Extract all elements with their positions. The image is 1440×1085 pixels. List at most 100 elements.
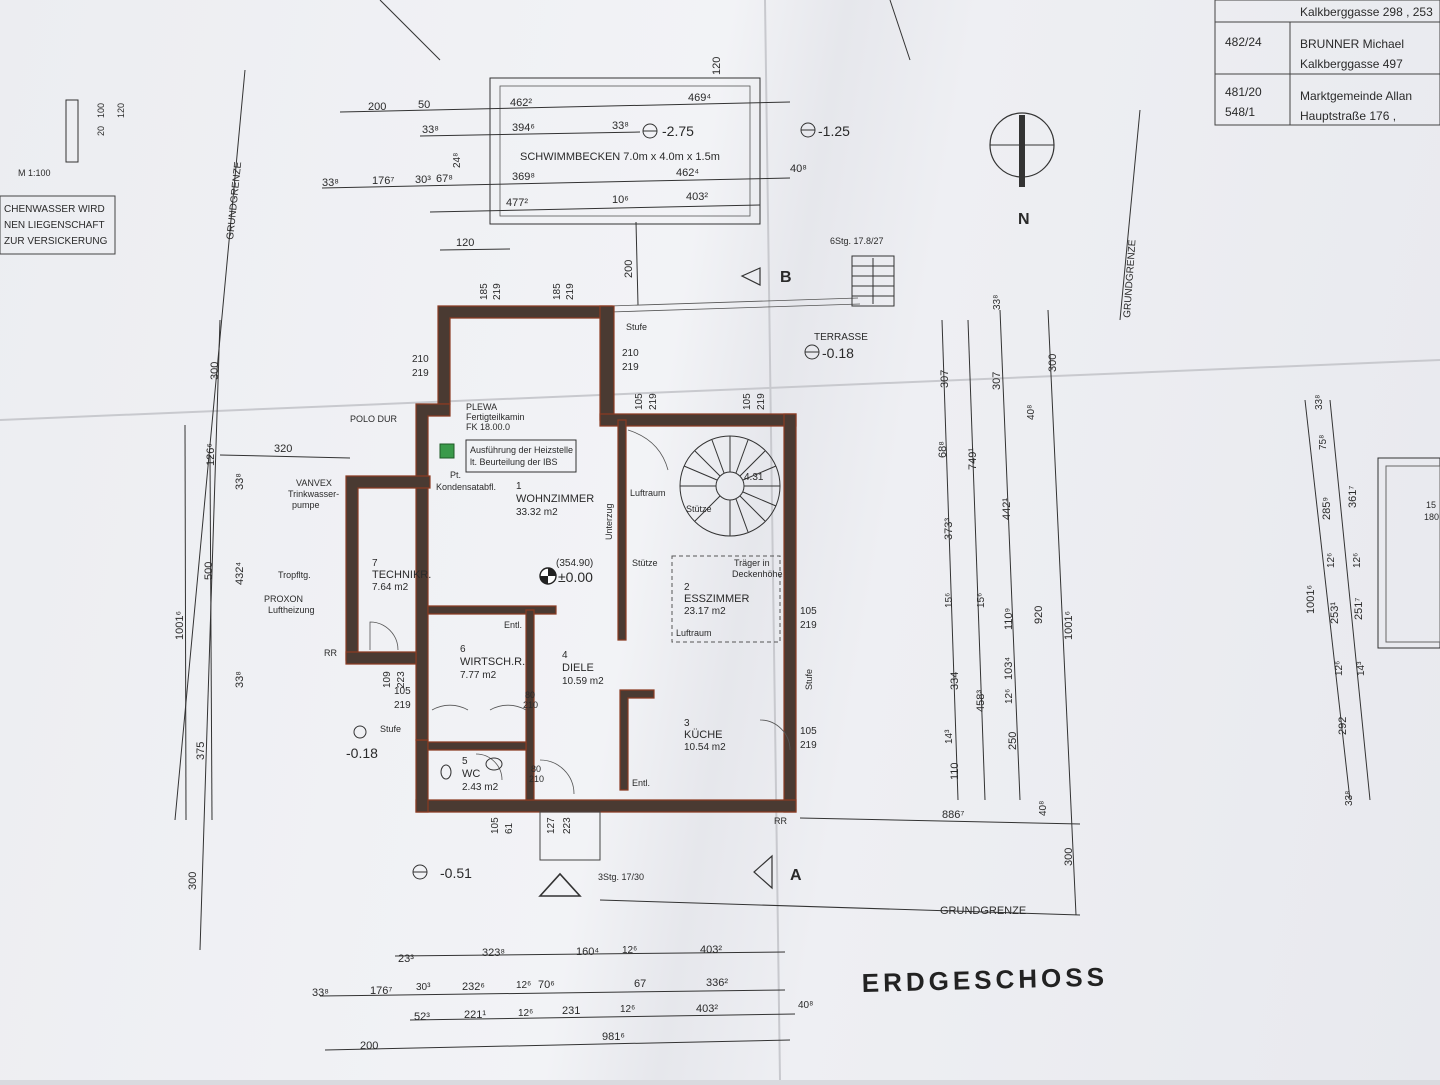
svg-text:-0.51: -0.51 [440, 865, 472, 881]
svg-text:7.64 m2: 7.64 m2 [372, 582, 409, 593]
svg-text:292: 292 [1337, 717, 1349, 735]
svg-text:120: 120 [711, 57, 723, 75]
svg-text:Deckenhöhe: Deckenhöhe [732, 569, 783, 579]
owner-parcel-2a: 481/20 [1225, 85, 1262, 99]
note-luftraum-bottom: Luftraum [676, 628, 712, 638]
note-polo: POLO DUR [350, 414, 398, 424]
svg-text:176⁷: 176⁷ [372, 175, 394, 187]
entrance-arrow-icon [538, 872, 582, 897]
boundary-line-top-right [889, 0, 911, 61]
svg-text:6: 6 [460, 644, 466, 655]
svg-text:307: 307 [991, 372, 1003, 390]
note-stufe-left: Stufe [380, 724, 401, 734]
owner-addr-2: Hauptstraße 176 , [1300, 109, 1396, 123]
svg-text:ESSZIMMER: ESSZIMMER [684, 593, 749, 605]
svg-text:WIRTSCH.R.: WIRTSCH.R. [460, 656, 525, 668]
door-kitchen[interactable] [759, 719, 791, 751]
paper-fold-line-h [0, 359, 1440, 421]
svg-text:300: 300 [1047, 354, 1059, 372]
boundary-label-right: GRUNDGRENZE [1122, 239, 1138, 318]
svg-text:14³: 14³ [944, 729, 955, 744]
drawing-title: ERDGESCHOSS [861, 962, 1108, 998]
svg-text:200: 200 [368, 101, 386, 113]
svg-text:105: 105 [742, 393, 753, 410]
svg-text:33⁸: 33⁸ [312, 987, 329, 999]
svg-text:361⁷: 361⁷ [1347, 486, 1359, 508]
svg-text:185: 185 [552, 283, 563, 300]
svg-text:-1.25: -1.25 [818, 123, 850, 139]
svg-text:NEN LIEGENSCHAFT: NEN LIEGENSCHAFT [4, 220, 105, 231]
room-technikraum: 7 TECHNIKR. 7.64 m2 [372, 558, 431, 593]
detail-section-icon [65, 99, 79, 163]
room-esszimmer: 2 ESSZIMMER 23.17 m2 [684, 582, 749, 617]
svg-text:219: 219 [756, 393, 767, 410]
svg-text:219: 219 [800, 620, 817, 631]
owner-parcel-2b: 548/1 [1225, 105, 1255, 119]
level-marker-pool-left: -2.75 [642, 123, 694, 139]
svg-text:1001⁶: 1001⁶ [1063, 611, 1075, 640]
terrace-label: TERRASSE [814, 332, 868, 343]
svg-text:200: 200 [360, 1040, 378, 1052]
svg-text:285⁹: 285⁹ [1321, 497, 1333, 520]
svg-text:10.54 m2: 10.54 m2 [684, 742, 726, 753]
svg-text:127: 127 [546, 817, 557, 834]
svg-text:40⁸: 40⁸ [798, 1000, 813, 1011]
svg-text:33⁸: 33⁸ [612, 120, 629, 132]
svg-text:500: 500 [203, 562, 215, 580]
svg-text:110: 110 [949, 762, 961, 780]
svg-text:33⁸: 33⁸ [234, 671, 246, 688]
svg-text:250: 250 [1007, 732, 1019, 750]
svg-text:15⁶: 15⁶ [976, 593, 987, 608]
svg-text:176⁷: 176⁷ [370, 985, 392, 997]
svg-text:15⁶: 15⁶ [944, 593, 955, 608]
svg-text:Kondensatabfl.: Kondensatabfl. [436, 482, 496, 492]
svg-text:33⁸: 33⁸ [1314, 395, 1325, 410]
level-marker-main: (354.90) ±0.00 [539, 558, 593, 585]
luftraum-outline [671, 555, 781, 643]
svg-text:320: 320 [274, 443, 292, 455]
stair-top-label: 6Stg. 17.8/27 [830, 236, 884, 246]
svg-text:120: 120 [456, 237, 474, 249]
svg-text:KÜCHE: KÜCHE [684, 729, 723, 741]
svg-text:-2.75: -2.75 [662, 123, 694, 139]
svg-text:23.17 m2: 23.17 m2 [684, 606, 726, 617]
room-kueche: 3 KÜCHE 10.54 m2 [684, 718, 726, 753]
boundary-line-right [1119, 109, 1141, 321]
svg-text:221¹: 221¹ [464, 1009, 486, 1021]
svg-text:300: 300 [209, 362, 221, 380]
note-traeger: Träger in [734, 558, 770, 568]
boundary-line-left [174, 69, 246, 821]
svg-text:14³: 14³ [1356, 661, 1367, 676]
svg-text:180: 180 [1424, 512, 1439, 522]
svg-text:Fertigteilkamin: Fertigteilkamin [466, 412, 525, 422]
svg-text:160⁴: 160⁴ [576, 946, 599, 958]
svg-text:15: 15 [1426, 500, 1436, 510]
svg-text:33⁸: 33⁸ [422, 124, 439, 136]
svg-text:80: 80 [531, 764, 541, 774]
svg-text:20: 20 [96, 126, 106, 136]
svg-text:12⁶: 12⁶ [620, 1004, 635, 1015]
door-technikraum[interactable] [369, 621, 399, 651]
svg-text:50: 50 [418, 99, 430, 111]
level-marker-pool-right: -1.25 [800, 122, 850, 139]
door-entrance[interactable] [539, 759, 575, 795]
svg-text:±0.00: ±0.00 [558, 569, 593, 585]
door-wc[interactable] [475, 753, 503, 781]
door-wirtschaftsraum[interactable] [431, 704, 469, 711]
svg-text:Luftheizung: Luftheizung [268, 605, 315, 615]
toilet-icon [440, 764, 452, 780]
svg-text:33⁸: 33⁸ [992, 295, 1003, 310]
svg-text:403²: 403² [700, 944, 722, 956]
door-diele[interactable] [489, 704, 527, 711]
svg-text:185: 185 [479, 283, 490, 300]
boundary-label-left: GRUNDGRENZE [225, 161, 244, 240]
level-marker-terrace: -0.18 [804, 344, 854, 361]
svg-text:219: 219 [800, 740, 817, 751]
svg-text:10.59 m2: 10.59 m2 [562, 676, 604, 687]
note-proxon: PROXON [264, 594, 303, 604]
fireplace-icon [439, 443, 455, 459]
svg-text:307: 307 [939, 370, 951, 388]
svg-text:231: 231 [562, 1005, 580, 1017]
